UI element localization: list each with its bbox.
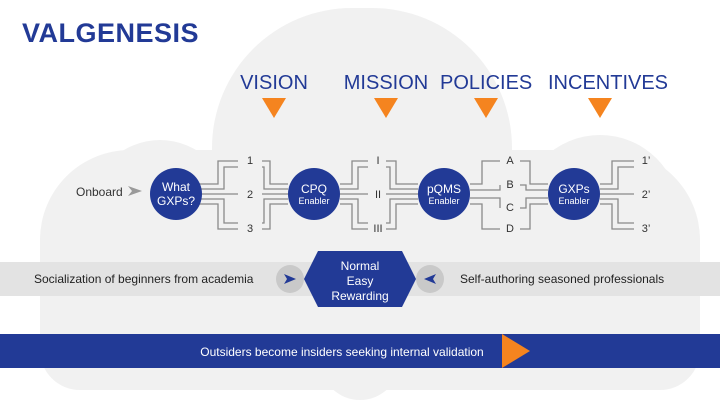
band-right-text: Self-authoring seasoned professionals bbox=[460, 272, 665, 286]
center-line-easy: Easy bbox=[346, 274, 374, 288]
onboard-label: Onboard bbox=[76, 185, 123, 199]
label-prime-3: 3’ bbox=[641, 223, 651, 235]
label-roman-3: III bbox=[373, 223, 383, 235]
label-prime-2: 2’ bbox=[641, 189, 651, 201]
node-pqms-subtitle: Enabler bbox=[428, 195, 460, 206]
header-incentives: INCENTIVES bbox=[548, 72, 669, 94]
arrow-left-icon bbox=[424, 274, 436, 284]
label-roman-1: I bbox=[376, 155, 380, 167]
header-vision: VISION bbox=[240, 72, 308, 94]
bottom-bar bbox=[0, 334, 720, 368]
node-what-gxps: What GXPs? bbox=[150, 168, 202, 220]
center-line-normal: Normal bbox=[340, 259, 380, 273]
header-policies: POLICIES bbox=[440, 72, 533, 94]
node-cpq-enabler: CPQ Enabler bbox=[288, 168, 340, 220]
label-roman-2: II bbox=[374, 189, 382, 201]
valgenesis-logo: VALGENESIS bbox=[22, 18, 200, 48]
node-gxps-title: GXPs bbox=[558, 181, 590, 196]
bottom-bar-text-wrap: Outsiders become insiders seeking intern… bbox=[0, 345, 720, 359]
node-pqms-enabler: pQMS Enabler bbox=[418, 168, 470, 220]
label-arabic-3: 3 bbox=[246, 223, 254, 235]
right-arrow-ball bbox=[416, 265, 444, 293]
center-line-rewarding: Rewarding bbox=[331, 289, 389, 303]
vision-triangle-icon bbox=[262, 98, 286, 118]
node-cpq-subtitle: Enabler bbox=[298, 195, 330, 206]
node-cpq-title: CPQ bbox=[300, 181, 327, 196]
left-arrow-ball bbox=[276, 265, 304, 293]
node-pqms-title: pQMS bbox=[426, 181, 461, 196]
incentives-triangle-icon bbox=[588, 98, 612, 118]
label-letter-a: A bbox=[506, 155, 514, 167]
onboard-arrow-icon bbox=[128, 186, 142, 196]
label-letter-d: D bbox=[506, 223, 514, 235]
header-mission: MISSION bbox=[343, 72, 429, 94]
band-left-text: Socialization of beginners from academia bbox=[34, 272, 254, 286]
label-prime-1: 1’ bbox=[641, 155, 651, 167]
bottom-bar-text: Outsiders become insiders seeking intern… bbox=[200, 345, 484, 359]
node-gxps-enabler: GXPs Enabler bbox=[548, 168, 600, 220]
node-what-line1: What bbox=[161, 180, 190, 194]
node-what-line2: GXPs? bbox=[156, 194, 195, 208]
label-arabic-1: 1 bbox=[246, 155, 254, 167]
mission-triangle-icon bbox=[374, 98, 398, 118]
connector-lines bbox=[196, 160, 634, 230]
node-gxps-subtitle: Enabler bbox=[558, 195, 590, 206]
policies-triangle-icon bbox=[474, 98, 498, 118]
bottom-orange-triangle-icon bbox=[502, 334, 530, 368]
label-letter-c: C bbox=[506, 202, 514, 214]
label-letter-b: B bbox=[506, 179, 514, 191]
label-arabic-2: 2 bbox=[246, 189, 254, 201]
arrow-right-icon bbox=[284, 274, 296, 284]
center-hexagon-text: Normal Easy Rewarding bbox=[318, 259, 402, 304]
